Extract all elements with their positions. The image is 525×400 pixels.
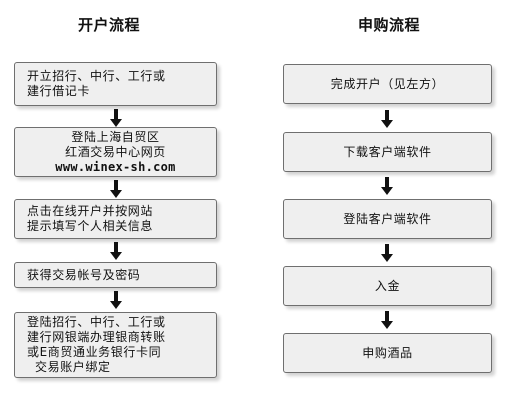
left-step-5-line-4: 交易账户绑定 bbox=[35, 360, 111, 374]
left-column-title: 开户流程 bbox=[77, 16, 140, 34]
left-step-5-box: 登陆招行、中行、工行或 建行网银端办理银商转账 或E商贸通业务银行卡同 交易账户… bbox=[14, 312, 217, 378]
right-step-3-box: 登陆客户端软件 bbox=[283, 199, 492, 239]
left-step-4-line-1: 获得交易帐号及密码 bbox=[27, 267, 141, 282]
left-step-2-line-1: 登陆上海自贸区 bbox=[71, 129, 160, 144]
left-step-1-line-1: 开立招行、中行、工行或 bbox=[27, 69, 166, 83]
left-step-2-box: 登陆上海自贸区 红酒交易中心网页 www.winex-sh.com bbox=[14, 127, 217, 177]
left-step-4-box: 获得交易帐号及密码 bbox=[14, 262, 217, 288]
left-step-2-line-2: 红酒交易中心网页 bbox=[65, 144, 166, 159]
left-step-1-line-2: 建行借记卡 bbox=[27, 84, 91, 98]
down-arrow-icon bbox=[110, 242, 122, 260]
right-column-title: 申购流程 bbox=[357, 16, 420, 34]
right-step-4-label: 入金 bbox=[374, 278, 401, 293]
left-step-5-line-2: 建行网银端办理银商转账 bbox=[27, 330, 166, 344]
left-step-3-line-1: 点击在线开户并按网站 bbox=[27, 204, 154, 218]
right-step-5-label: 申购酒品 bbox=[362, 345, 413, 360]
right-step-2-box: 下载客户端软件 bbox=[283, 132, 492, 172]
down-arrow-icon bbox=[110, 291, 122, 309]
down-arrow-icon bbox=[110, 109, 122, 127]
left-step-2-website: www.winex-sh.com bbox=[55, 159, 176, 174]
right-step-2-label: 下载客户端软件 bbox=[343, 144, 432, 159]
right-step-5-box: 申购酒品 bbox=[283, 333, 492, 373]
left-step-1-box: 开立招行、中行、工行或 建行借记卡 bbox=[14, 62, 217, 106]
down-arrow-icon bbox=[381, 177, 393, 195]
right-step-1-box: 完成开户（见左方） bbox=[283, 64, 492, 104]
down-arrow-icon bbox=[381, 311, 393, 329]
right-step-3-label: 登陆客户端软件 bbox=[343, 211, 432, 226]
down-arrow-icon bbox=[381, 244, 393, 262]
left-step-3-line-2: 提示填写个人相关信息 bbox=[27, 219, 154, 233]
left-step-5-line-1: 登陆招行、中行、工行或 bbox=[27, 315, 166, 329]
down-arrow-icon bbox=[381, 110, 393, 128]
right-step-1-label: 完成开户（见左方） bbox=[330, 76, 445, 91]
left-step-3-box: 点击在线开户并按网站 提示填写个人相关信息 bbox=[14, 199, 217, 239]
down-arrow-icon bbox=[110, 180, 122, 198]
left-step-5-line-3: 或E商贸通业务银行卡同 bbox=[27, 345, 162, 359]
right-step-4-box: 入金 bbox=[283, 266, 492, 306]
